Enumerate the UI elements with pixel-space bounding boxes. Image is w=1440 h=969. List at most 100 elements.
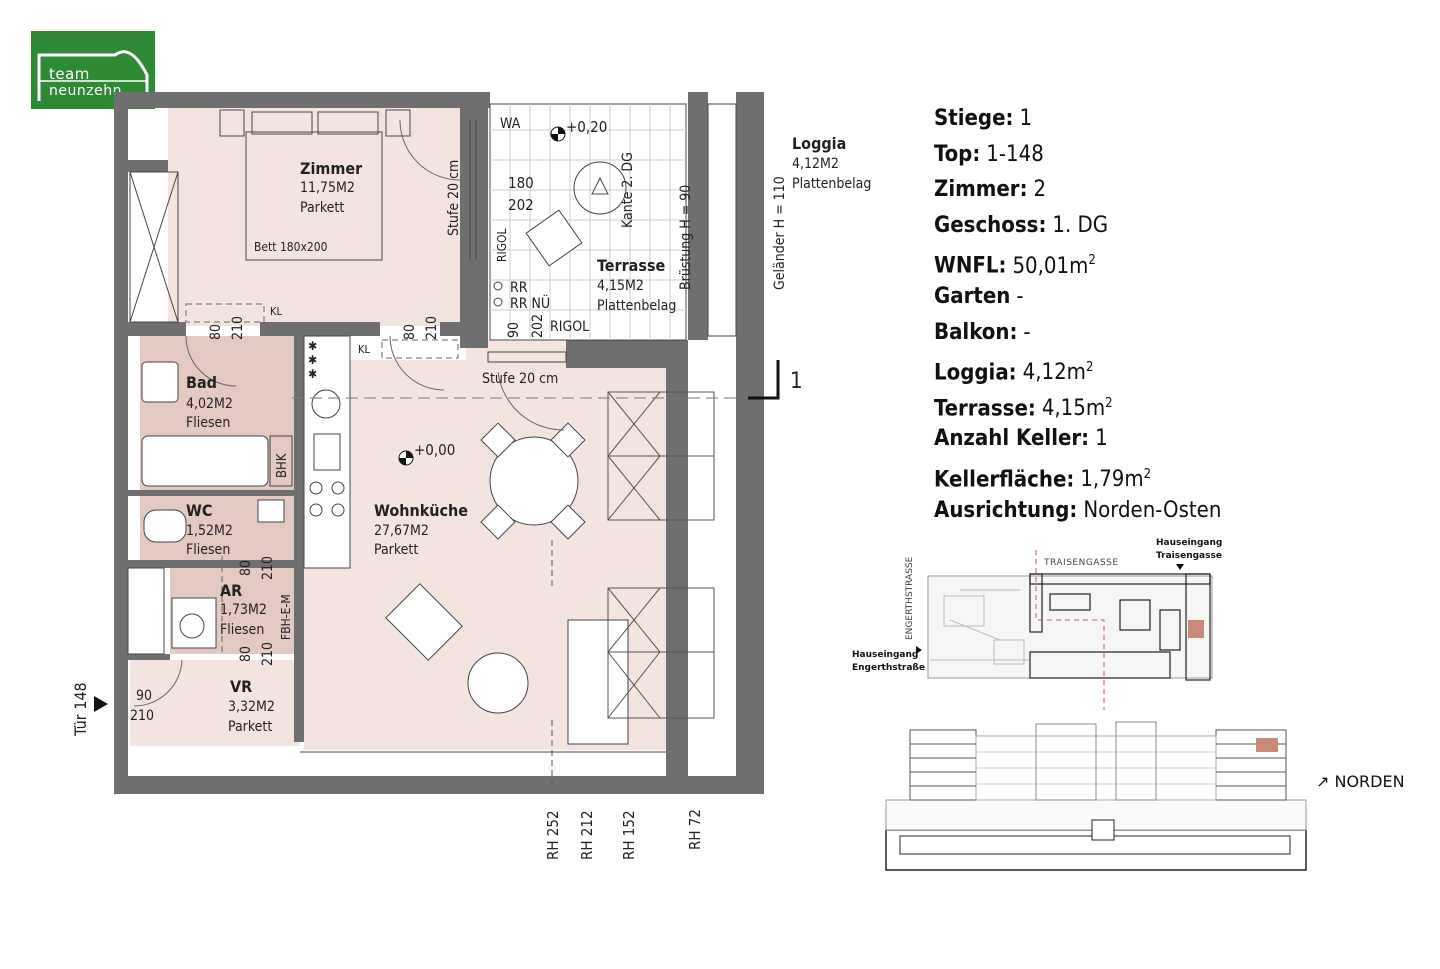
info-label: Terrasse: (934, 396, 1036, 422)
bed (219, 109, 411, 261)
label-door-80-a: 80 (208, 324, 224, 340)
info-row-ausrichtung: Ausrichtung:Norden-Osten (934, 496, 1414, 532)
info-row-stiege: Stiege:1 (934, 104, 1414, 140)
info-value: 1,79m (1080, 467, 1144, 493)
info-value: 1. DG (1052, 212, 1109, 238)
door-arcs (133, 119, 565, 707)
info-value: 50,01m (1012, 253, 1089, 279)
info-unit-sup: 2 (1088, 253, 1096, 269)
label-rh-252: RH 252 (544, 810, 562, 860)
walls (114, 92, 764, 794)
room-area-terrasse: 4,15M2 (597, 278, 644, 294)
site-entrance-top-line1: Hauseingang (1156, 538, 1222, 548)
info-row-geschoss: Geschoss:1. DG (934, 211, 1414, 247)
label-kl-2: KL (358, 343, 370, 356)
entry-arrow-icon (94, 696, 108, 712)
outlet-markers: ✱✱✱ (308, 339, 317, 381)
info-value: Norden-Osten (1083, 497, 1222, 523)
site-street-left: ENGERTHSTRASSE (905, 556, 915, 640)
section-marker (292, 360, 780, 400)
entrance-marker-left-icon (916, 646, 922, 654)
furniture (385, 209, 629, 745)
logo-text-team: team (49, 65, 90, 83)
window-elements (551, 391, 715, 790)
info-unit-sup: 2 (1143, 466, 1152, 482)
room-area-loggia: 4,12M2 (792, 156, 839, 172)
info-label: Kellerfläche: (934, 467, 1075, 493)
label-door-90: 90 (506, 322, 522, 338)
room-name-vr: VR (230, 677, 252, 696)
north-indicator: ↗ NORDEN (1316, 772, 1405, 791)
site-plan (916, 550, 1213, 710)
info-label: Ausrichtung: (934, 497, 1078, 523)
info-row-balkon: Balkon:- (934, 318, 1414, 354)
company-logo: team neunzehn (31, 31, 155, 109)
info-value: 1-148 (986, 141, 1044, 167)
room-floor-loggia: Plattenbelag (792, 176, 871, 192)
room-floor-wohnkueche: Parkett (374, 542, 418, 558)
info-unit-sup: 2 (1085, 360, 1094, 376)
label-rh-152: RH 152 (620, 810, 638, 860)
outline-lines (129, 103, 737, 753)
info-value: 4,15m (1041, 396, 1106, 422)
room-name-terrasse: Terrasse (597, 256, 666, 275)
room-name-wohnkueche: Wohnküche (374, 501, 468, 520)
info-value: 4,12m (1022, 360, 1086, 386)
label-stufe-vertical: Stufe 20 cm (446, 160, 462, 236)
level-markers (398, 126, 627, 466)
label-section: 1 (790, 369, 803, 394)
label-door-80-b: 80 (402, 324, 418, 340)
label-door-80-c: 80 (238, 560, 254, 576)
room-floor-wc: Fliesen (186, 542, 230, 558)
label-rh-212: RH 212 (578, 810, 596, 860)
room-area-zimmer: 11,75M2 (300, 180, 355, 196)
info-label: Loggia: (934, 360, 1017, 386)
apartment-info-panel: Stiege:1 Top:1-148 Zimmer:2 Geschoss:1. … (934, 104, 1414, 531)
terrace-grid (490, 104, 686, 340)
label-fbh: FBH-E-M (279, 594, 293, 640)
svg-text:✱: ✱ (308, 353, 317, 367)
label-kl-1: KL (270, 305, 282, 318)
building-section (885, 721, 1307, 871)
label-rr: RR (510, 280, 528, 296)
info-row-loggia: Loggia:4,12m2 (934, 353, 1414, 389)
room-floor-terrasse: Plattenbelag (597, 298, 676, 314)
room-floor-ar: Fliesen (220, 622, 264, 638)
kitchen-counter (303, 335, 351, 569)
floor-plan: ✱✱✱ Zimmer 11,75M2 Parkett Bad 4,02M2 Fl… (71, 92, 871, 860)
room-floor-bad: Fliesen (186, 415, 230, 431)
info-row-anzahl-keller: Anzahl Keller:1 (934, 424, 1414, 460)
site-street-top: TRAISENGASSE (1043, 558, 1119, 568)
info-label: Zimmer: (934, 177, 1028, 203)
label-kante: Kante 2. DG (620, 152, 636, 228)
room-name-wc: WC (186, 501, 212, 520)
label-rigol-horizontal: RIGOL (550, 319, 589, 335)
entrance-marker-top-icon (1176, 564, 1184, 570)
info-row-terrasse: Terrasse:4,15m2 (934, 389, 1414, 425)
room-name-loggia: Loggia (792, 134, 846, 153)
info-label: Balkon: (934, 319, 1018, 345)
info-row-top: Top:1-148 (934, 140, 1414, 176)
room-floor-vr: Parkett (228, 719, 272, 735)
label-door-202: 202 (530, 314, 546, 338)
label-rr-nu: RR NÜ (510, 294, 550, 312)
room-area-wc: 1,52M2 (186, 523, 233, 539)
bathroom-fixtures (127, 361, 293, 655)
info-label: Anzahl Keller: (934, 426, 1090, 452)
info-value: - (1023, 319, 1031, 345)
label-door-210-a: 210 (230, 316, 246, 340)
room-area-ar: 1,73M2 (220, 602, 267, 618)
info-row-garten: Garten- (934, 282, 1414, 318)
room-area-bad: 4,02M2 (186, 396, 233, 412)
label-stufe-horizontal: Stufe 20 cm (482, 371, 558, 387)
info-row-zimmer: Zimmer:2 (934, 175, 1414, 211)
label-door-210-c: 210 (260, 556, 276, 580)
info-label: Geschoss: (934, 212, 1047, 238)
label-door-210-d: 210 (260, 642, 276, 666)
room-name-ar: AR (220, 581, 242, 600)
info-label: Garten (934, 283, 1011, 309)
label-door-80-d: 80 (238, 646, 254, 662)
label-wa: WA (500, 116, 521, 132)
svg-text:✱: ✱ (308, 339, 317, 353)
label-window-w: 180 (508, 174, 534, 192)
